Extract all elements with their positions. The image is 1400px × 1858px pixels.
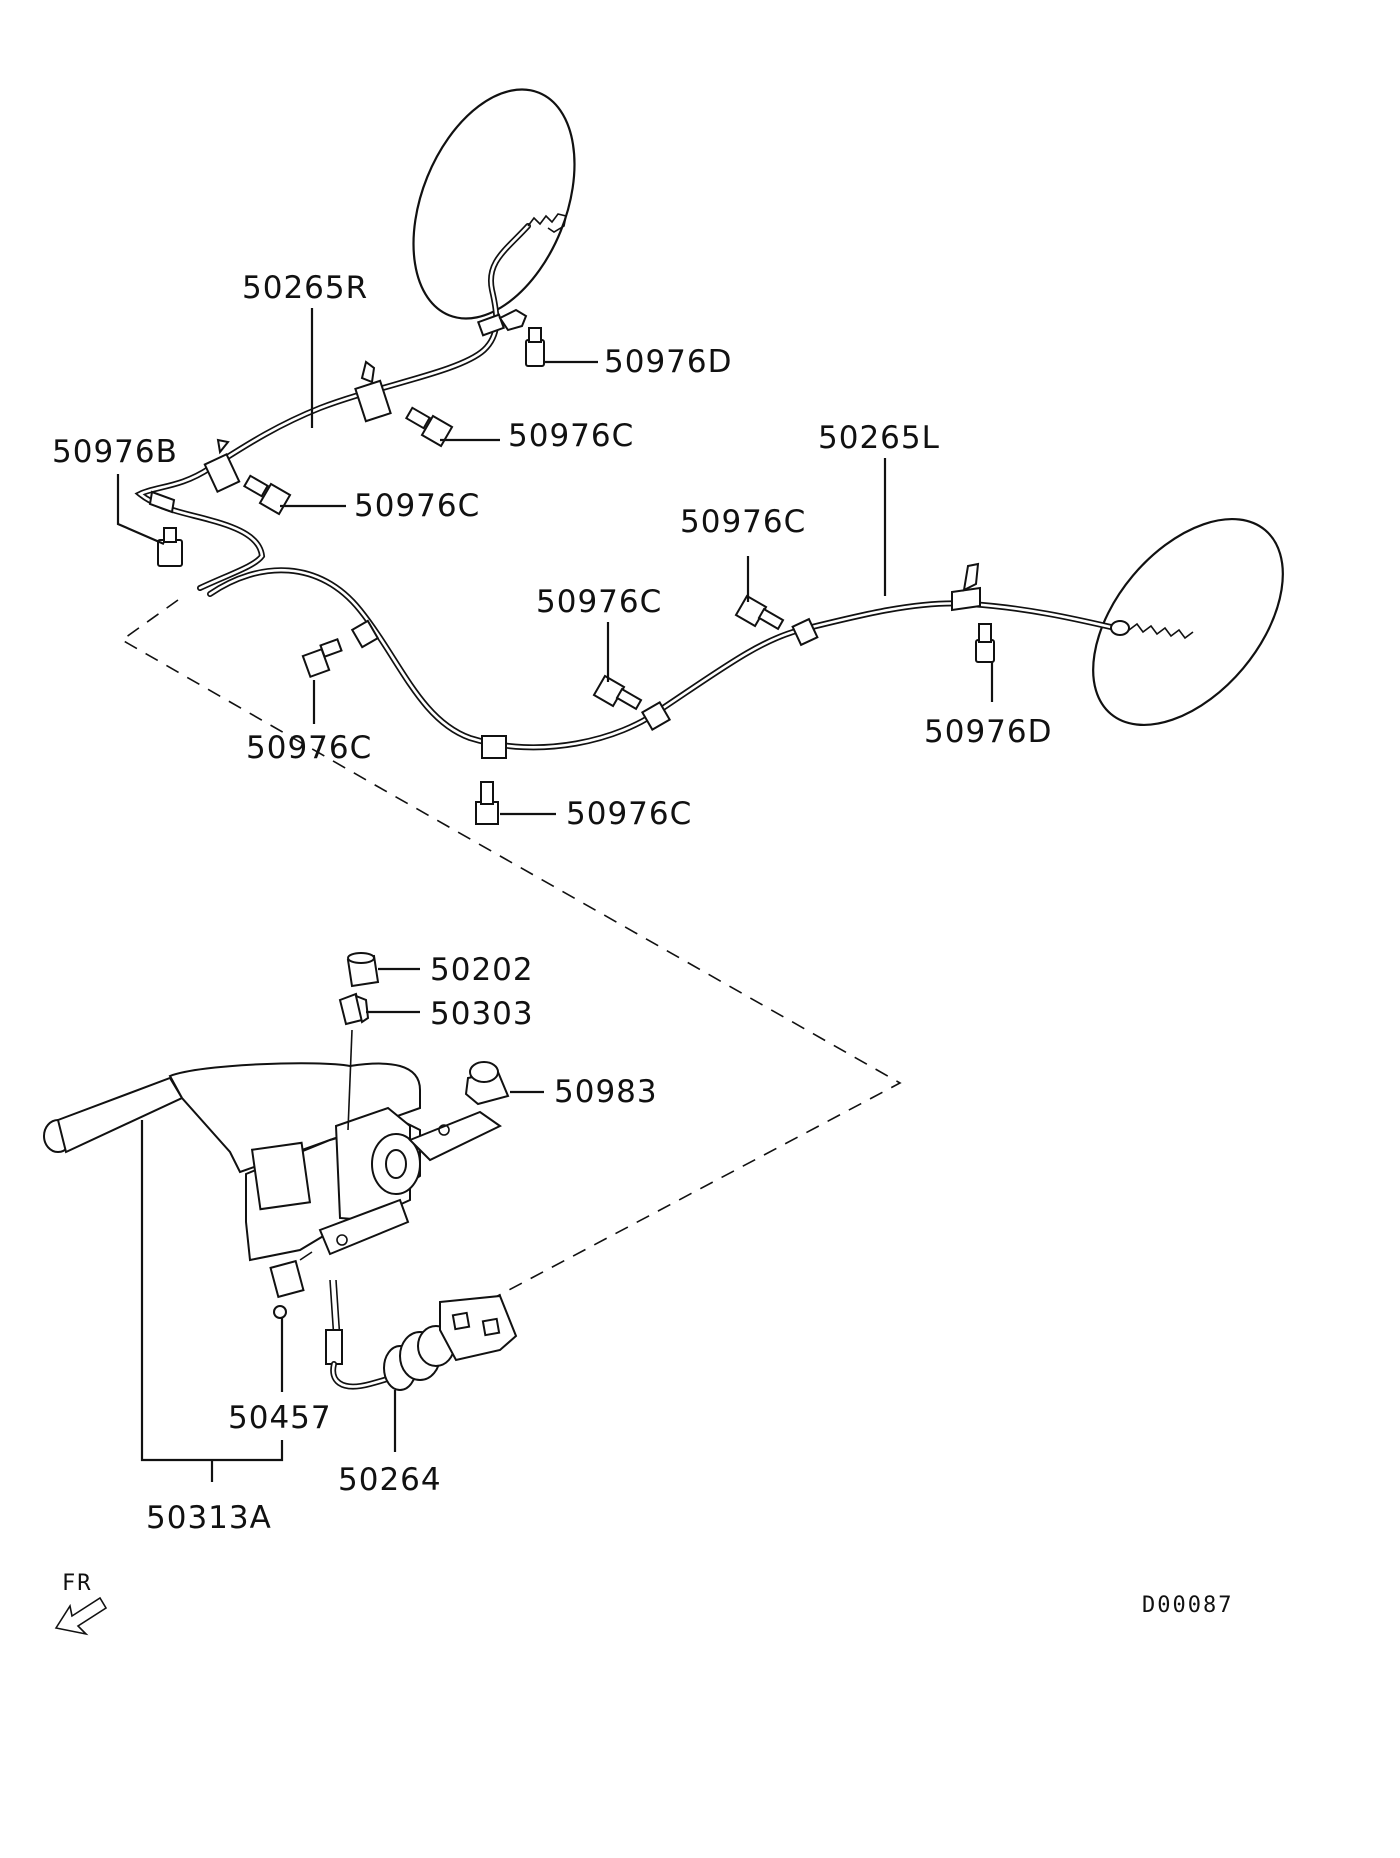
parking-brake-lever: [43, 1029, 502, 1262]
bolt-50976c-l4-icon: [734, 594, 785, 631]
right-brake-drum: [412, 88, 576, 320]
bolt-50976c-l1-icon: [301, 638, 343, 679]
label-front-cable: 50264: [338, 1462, 442, 1498]
bolt-50976b-icon: [157, 527, 183, 567]
label-switch: 50457: [228, 1400, 332, 1436]
front-cable: [325, 1279, 518, 1391]
bolt-50976c-l2-icon: [475, 781, 499, 825]
bolt-50976c-r2-icon: [242, 474, 292, 516]
drawing-id: D00087: [1142, 1593, 1233, 1618]
leader-lines: [116, 308, 994, 1482]
assembly-boundary: [120, 599, 902, 1301]
label-cable-right: 50265R: [242, 270, 368, 306]
right-rear-cable: [134, 213, 567, 591]
label-bolt-c-5: 50976C: [246, 730, 372, 766]
cap-icon: [346, 952, 380, 988]
clip-icon: [338, 992, 370, 1026]
switch-icon: [269, 1251, 313, 1319]
bolt-50976d-right-icon: [525, 327, 545, 367]
label-lever-assembly: 50313A: [146, 1500, 272, 1536]
bolt-50976c-r1-icon: [404, 406, 454, 448]
label-bolt-c-1: 50976C: [508, 418, 634, 454]
bolt-50976d-left-icon: [975, 623, 995, 663]
label-bolt-c-4: 50976C: [536, 584, 662, 620]
label-bolt-c-2: 50976C: [354, 488, 480, 524]
label-cable-left: 50265L: [818, 420, 940, 456]
label-bolt-d-1: 50976D: [604, 344, 733, 380]
label-cap: 50202: [430, 952, 534, 988]
bolt-50976c-l3-icon: [592, 674, 643, 711]
label-clip: 50303: [430, 996, 534, 1032]
label-bolt-d-2: 50976D: [924, 714, 1053, 750]
label-bolt-c-3: 50976C: [680, 504, 806, 540]
nut-icon: [464, 1061, 510, 1106]
front-direction-arrow-icon: [54, 1596, 108, 1636]
label-bolt-b: 50976B: [52, 434, 178, 470]
left-rear-cable: [207, 562, 1194, 759]
orientation-label: FR: [62, 1571, 93, 1596]
left-brake-drum: [1092, 517, 1284, 727]
label-bolt-c-6: 50976C: [566, 796, 692, 832]
label-nut: 50983: [554, 1074, 658, 1110]
